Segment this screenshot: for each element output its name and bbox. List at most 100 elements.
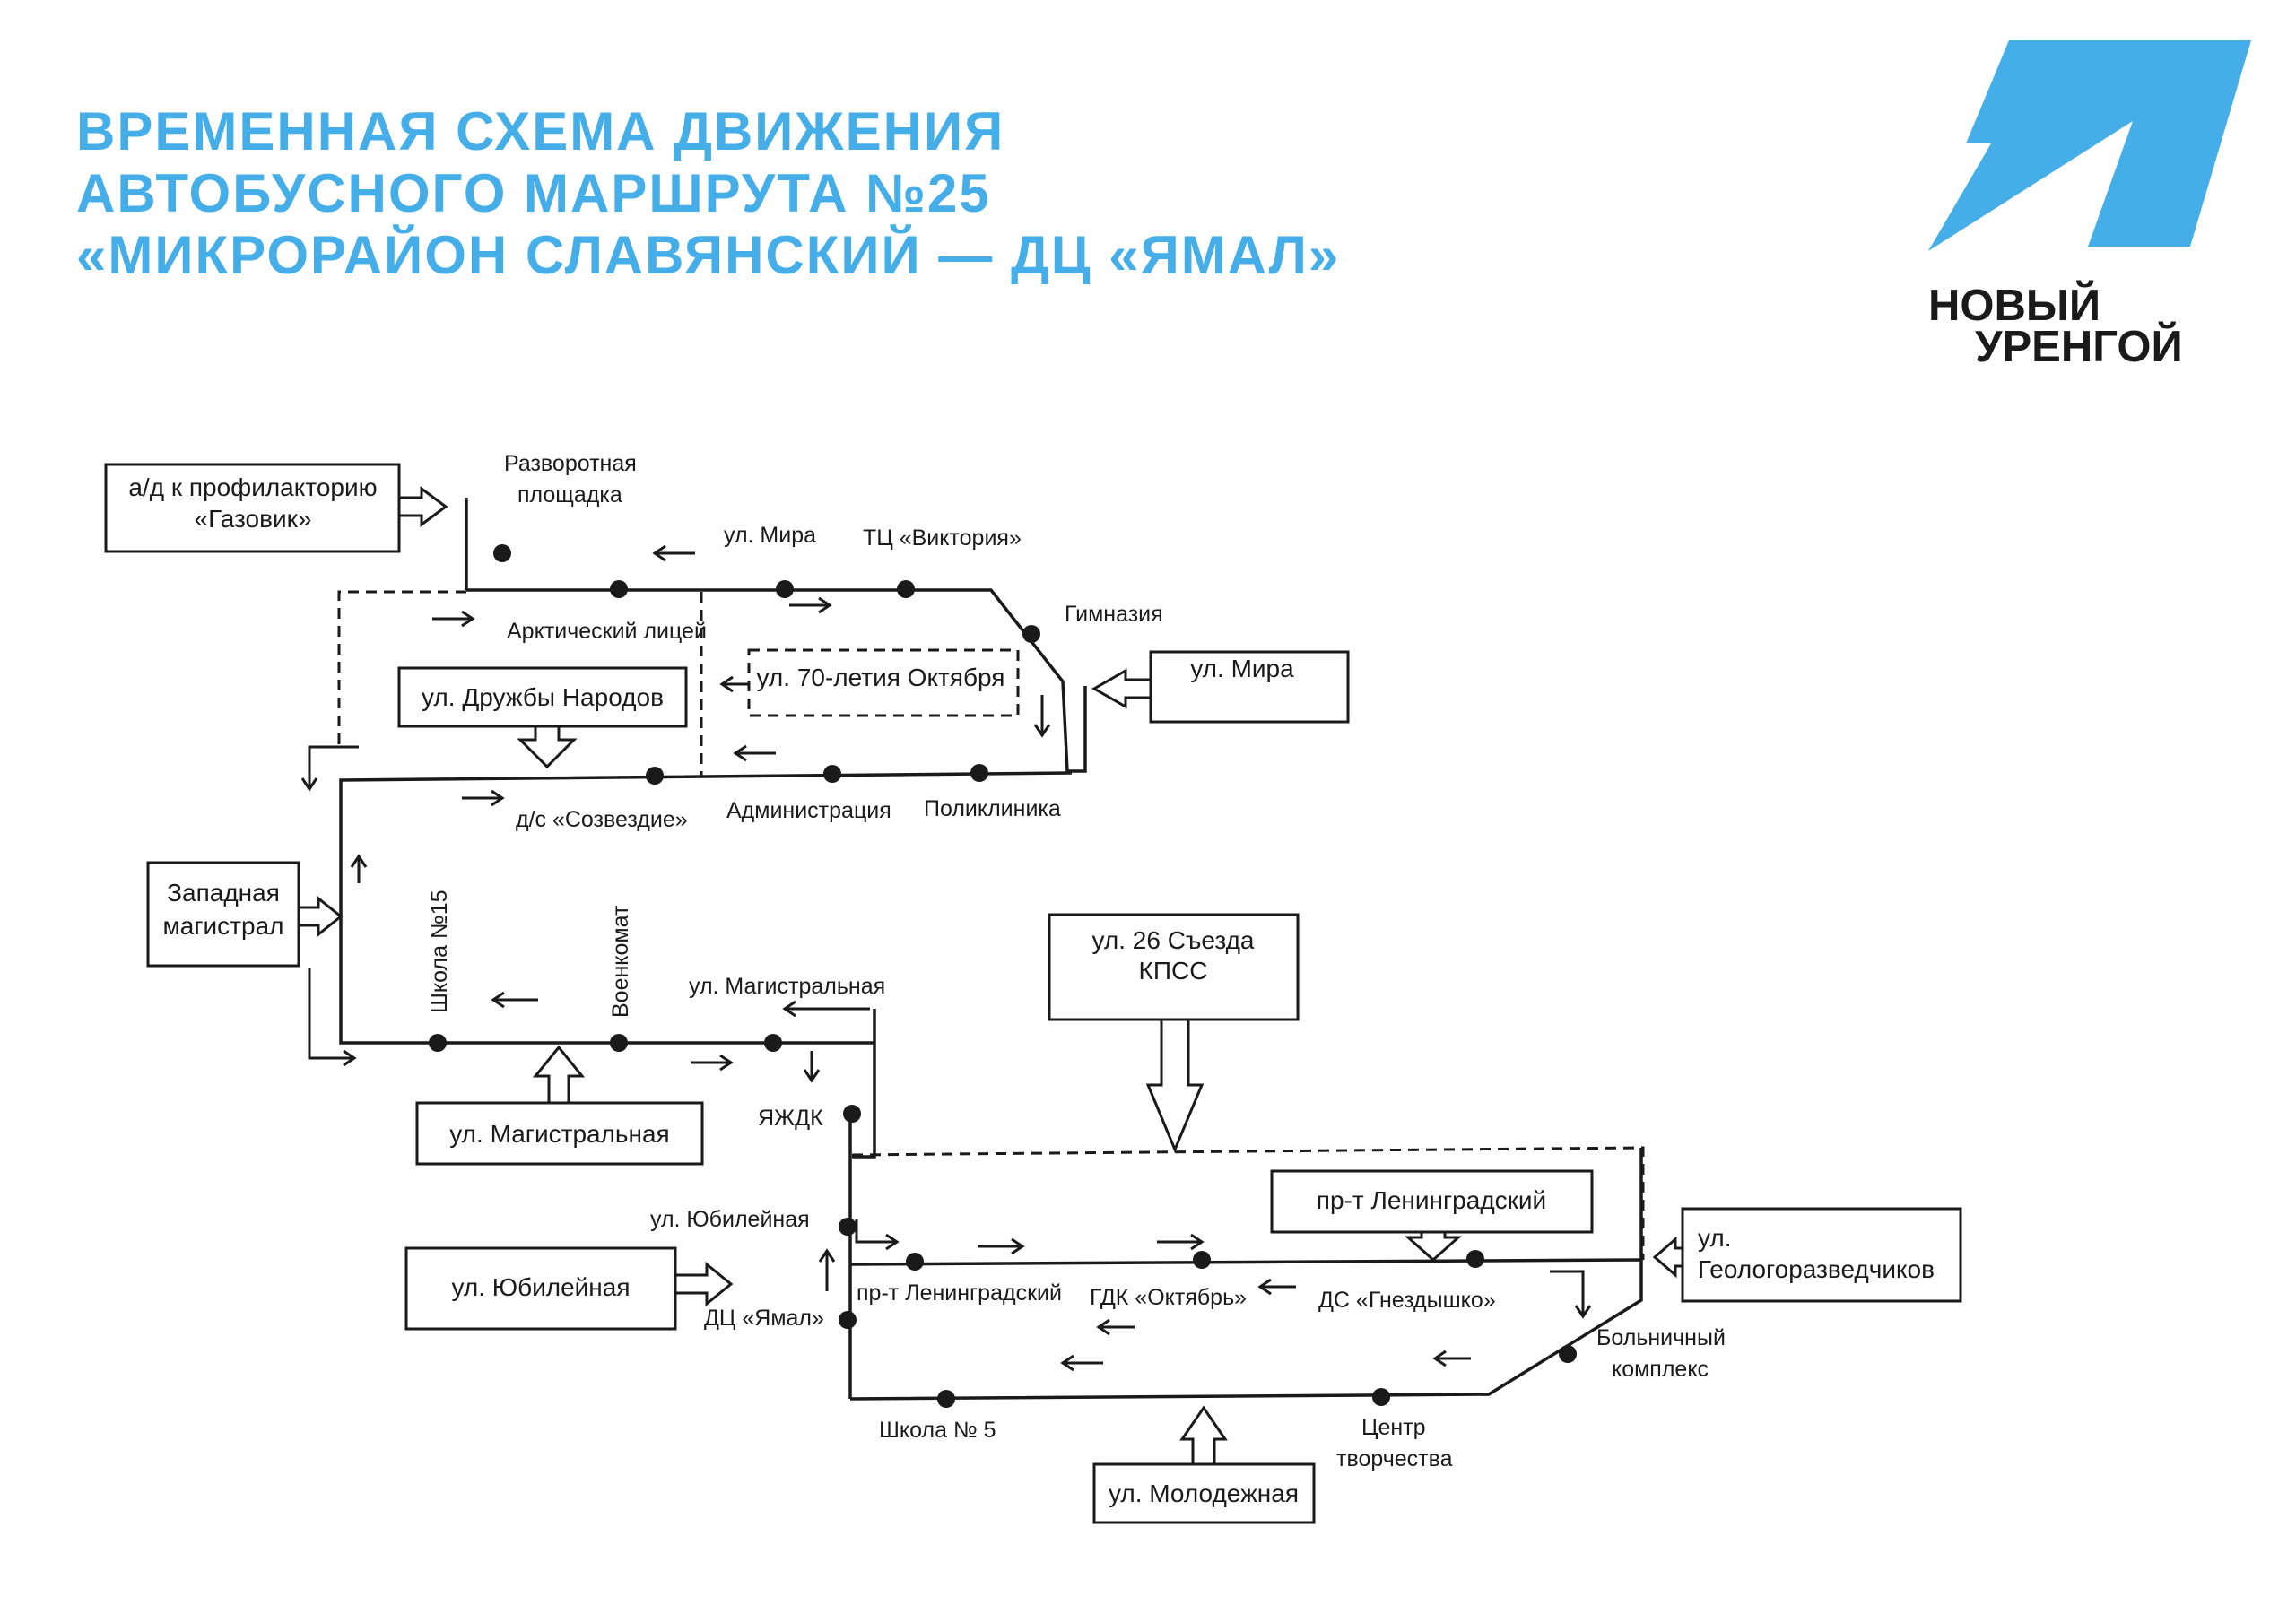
stop-poliklinika	[970, 764, 988, 782]
arrow-left-lower-1	[1432, 1350, 1471, 1367]
box-oktyabrya-text: ул. 70-летия Октября	[757, 664, 1005, 691]
label-gimnaziya: Гимназия	[1065, 602, 1163, 627]
label-ul-mira: ул. Мира	[724, 523, 816, 548]
arrow-gazovik-icon	[397, 486, 448, 527]
title-line-2: АВТОБУСНОГО МАРШРУТА №25	[76, 163, 991, 223]
box-kpss-line1: ул. 26 Съезда	[1091, 926, 1254, 954]
stop-gdk-oktyabr	[1193, 1251, 1211, 1269]
arrow-right-sozvezdie	[462, 789, 505, 807]
stop-dc-yamal	[839, 1311, 857, 1329]
arrow-yubileynaya-icon	[674, 1261, 734, 1307]
stop-arkt-licey	[610, 580, 628, 598]
box-mira: ул. Мира	[1091, 650, 1350, 724]
label-bolnichny-1: Больничный	[1596, 1325, 1726, 1350]
box-oktyabrya: ул. 70-летия Октября	[719, 648, 1020, 717]
stop-centr-tvorchestva	[1372, 1388, 1390, 1406]
box-magistralnaya-frame	[415, 1101, 704, 1166]
box-druzhby: ул. Дружбы Народов	[397, 666, 688, 769]
box-magistralnaya: ул. Магистральная	[415, 1045, 704, 1166]
stop-voenkomat	[610, 1034, 628, 1052]
arrow-right-len-1	[978, 1237, 1025, 1255]
label-shkola5: Школа № 5	[879, 1418, 996, 1443]
box-molodezhnaya-text: ул. Молодежная	[1109, 1480, 1299, 1507]
line-to-yazhdk	[852, 1009, 876, 1159]
direction-arrows	[300, 544, 1592, 1372]
box-kpss-line2: КПСС	[1139, 957, 1208, 985]
title-line-3: «МИКРОРАЙОН СЛАВЯНСКИЙ — ДЦ «ЯМАЛ»	[76, 225, 1341, 285]
arrow-left-mira	[652, 544, 695, 562]
logo-line-2: УРЕНГОЙ	[1975, 323, 2183, 371]
arrow-yub-right	[855, 1219, 900, 1251]
arrow-left-gdk-2	[1096, 1318, 1135, 1336]
box-geologorazvedchikov-frame	[1681, 1207, 1962, 1303]
label-magistralnaya-street: ул. Магистральная	[689, 974, 885, 999]
box-geologorazvedchikov-line1: ул.	[1698, 1224, 1732, 1252]
stop-razvorotnaya	[493, 544, 511, 562]
page-title: ВРЕМЕННАЯ СХЕМА ДВИЖЕНИЯ АВТОБУСНОГО МАР…	[76, 100, 1601, 286]
stop-shkola5	[937, 1390, 955, 1408]
label-razvorotnaya-1: Разворотная	[504, 451, 637, 476]
detour-kpss	[851, 1146, 1645, 1260]
stop-leningradsky	[906, 1253, 924, 1271]
arrow-leningradsky-icon	[1405, 1230, 1462, 1263]
box-leningradsky-text: пр-т Ленинградский	[1317, 1186, 1546, 1214]
stop-yazhdk	[843, 1105, 861, 1123]
box-gazovik: а/д к профилакторию «Газовик»	[104, 463, 448, 553]
stops	[429, 544, 1577, 1408]
label-ds-gnezdyshko: ДС «Гнездышко»	[1318, 1288, 1496, 1313]
label-poliklinika: Поликлиника	[924, 796, 1061, 821]
stop-magistralnaya	[764, 1034, 782, 1052]
line-druzhby	[339, 771, 1073, 1045]
title-line-1: ВРЕМЕННАЯ СХЕМА ДВИЖЕНИЯ	[76, 101, 1005, 161]
stop-tc-viktoriya	[897, 580, 915, 598]
arrow-left-adm	[733, 744, 776, 762]
label-bolnichny-2: комплекс	[1612, 1357, 1709, 1382]
arrow-up-west	[350, 854, 368, 883]
box-molodezhnaya-frame	[1092, 1462, 1316, 1524]
city-logo-arrow-icon	[1928, 40, 2251, 251]
arrow-magistr-ul	[782, 1000, 870, 1018]
box-yubileynaya-text: ул. Юбилейная	[452, 1273, 631, 1301]
arrow-down-west	[300, 745, 359, 792]
label-yubileynaya-street: ул. Юбилейная	[650, 1207, 810, 1232]
arrow-right-voenkomat	[691, 1054, 734, 1072]
arrow-mira-icon	[1091, 668, 1152, 709]
arrow-right-mira	[789, 596, 832, 614]
labels: Разворотная площадка ул. Мира ТЦ «Виктор…	[427, 451, 1726, 1471]
arrow-up-yamal	[818, 1248, 836, 1291]
box-mira-text: ул. Мира	[1190, 655, 1294, 682]
arrow-geologorazvedchikov-icon	[1652, 1236, 1684, 1279]
label-dc-yamal: ДЦ «Ямал»	[704, 1306, 824, 1331]
stop-gimnaziya	[1022, 625, 1040, 643]
box-zapadnaya-line1: Западная	[167, 879, 280, 907]
arrow-left-gdk	[1257, 1278, 1296, 1296]
stop-ul-mira	[776, 580, 794, 598]
stop-shkola15	[429, 1034, 447, 1052]
stop-yubileynaya	[839, 1218, 857, 1236]
label-yazhdk: ЯЖДК	[758, 1106, 823, 1131]
box-leningradsky-frame	[1270, 1169, 1594, 1234]
box-leningradsky: пр-т Ленинградский	[1270, 1169, 1594, 1263]
box-molodezhnaya: ул. Молодежная	[1092, 1405, 1316, 1524]
box-druzhby-frame	[397, 666, 688, 728]
box-zapadnaya-line2: магистрал	[163, 912, 284, 940]
arrow-left-magistr	[491, 991, 538, 1009]
arrow-right-len-2	[1157, 1233, 1205, 1251]
box-druzhby-text: ул. Дружбы Народов	[422, 683, 664, 711]
box-kpss: ул. 26 Съезда КПСС	[1048, 913, 1300, 1153]
label-centr-2: творчества	[1336, 1446, 1453, 1471]
label-leningradsky: пр-т Ленинградский	[857, 1280, 1062, 1306]
label-shkola15: Школа №15	[427, 890, 452, 1013]
label-voenkomat: Военкомат	[608, 905, 633, 1018]
arrow-zapadnaya-icon	[297, 895, 344, 938]
arrow-druzhby-icon	[517, 725, 578, 769]
box-geologorazvedchikov-line2: Геологоразведчиков	[1698, 1255, 1935, 1283]
label-administraciya: Администрация	[726, 798, 891, 823]
arrow-kpss-icon	[1145, 1018, 1205, 1153]
box-oktyabrya-frame	[747, 648, 1020, 717]
label-centr-1: Центр	[1361, 1415, 1426, 1440]
label-tc-viktoriya: ТЦ «Виктория»	[863, 525, 1022, 551]
arrow-down-gimnaziya	[1033, 695, 1051, 738]
label-arkt-licey: Арктический лицей	[507, 619, 707, 644]
